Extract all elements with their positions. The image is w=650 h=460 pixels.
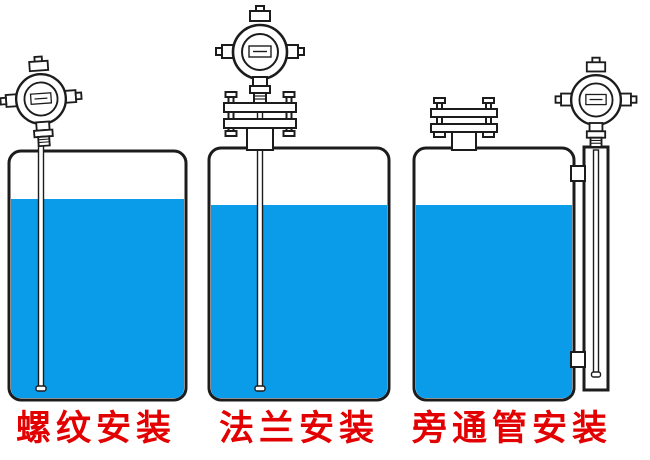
flange-plate-top [430, 108, 498, 118]
flange-nut [482, 97, 495, 104]
transmitter-3 [554, 56, 638, 149]
label-flange-installation: 法兰安装 [218, 408, 380, 449]
transmitter-1 [0, 52, 86, 150]
probe-rod-2 [256, 109, 264, 389]
probe-tip-2 [254, 385, 266, 392]
flange-assembly-2 [223, 91, 297, 151]
blind-flange-3 [430, 97, 498, 151]
tank-3-liquid [416, 205, 572, 398]
flange-nut [433, 97, 446, 104]
flange-plate-top [223, 102, 297, 113]
probe-rod-1 [37, 142, 45, 389]
flange-nut [224, 91, 238, 98]
flange-nut [282, 130, 296, 137]
flange-nut [282, 91, 296, 98]
flange-nozzle [451, 131, 477, 151]
tank-1-liquid [11, 199, 184, 398]
bypass-top-connection-pipe [570, 165, 586, 182]
flange-nut [224, 130, 238, 137]
installation-diagram [0, 4, 638, 402]
figure-bypass-installation [412, 56, 638, 402]
tank-2-liquid [211, 205, 387, 398]
probe-tip-1 [35, 385, 47, 392]
label-bypass-installation: 旁通管安装 [411, 408, 613, 449]
label-threaded-installation: 螺纹安装 [15, 408, 177, 449]
probe-tip-3 [590, 371, 602, 378]
probe-rod-3 [592, 149, 600, 375]
figure-threaded-installation [0, 52, 188, 402]
figure-flange-installation [207, 4, 391, 402]
flange-plate-bottom [430, 123, 498, 133]
transmitter-2 [214, 4, 306, 105]
flange-nozzle [246, 127, 274, 151]
flange-plate-bottom [223, 118, 297, 129]
bypass-bottom-connection-pipe [570, 351, 586, 368]
